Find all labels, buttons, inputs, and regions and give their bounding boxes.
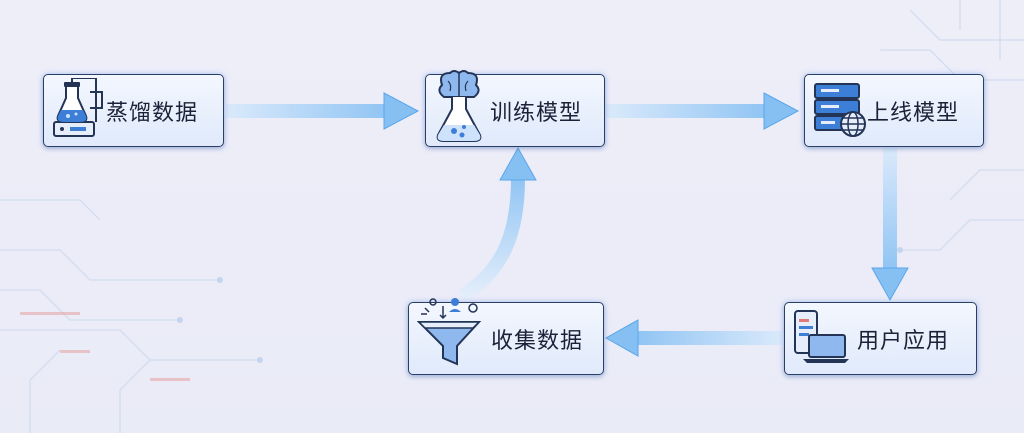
node-train-model-label: 训练模型	[490, 100, 583, 126]
node-distill-data: 蒸馏数据	[43, 74, 224, 147]
node-collect-data-label: 收集数据	[491, 328, 584, 354]
node-deploy-model: 上线模型	[804, 74, 984, 147]
distillation-flask-icon	[52, 76, 104, 144]
arrow-apply-to-collect	[604, 319, 782, 357]
node-deploy-model-label: 上线模型	[867, 100, 960, 126]
arrow-collect-to-train	[458, 146, 537, 302]
arrow-deploy-to-apply	[871, 148, 909, 302]
node-user-apply-label: 用户应用	[857, 328, 950, 354]
node-collect-data: 收集数据	[408, 298, 604, 375]
arrow-train-to-deploy	[606, 92, 800, 130]
phone-laptop-icon	[793, 309, 849, 369]
funnel-icon	[416, 296, 483, 374]
node-train-model: 训练模型	[425, 70, 605, 147]
node-user-apply: 用户应用	[784, 302, 977, 375]
node-distill-data-label: 蒸馏数据	[106, 100, 199, 126]
server-globe-icon	[813, 80, 869, 142]
arrow-distill-to-train	[226, 92, 420, 130]
brain-flask-icon	[432, 69, 486, 149]
